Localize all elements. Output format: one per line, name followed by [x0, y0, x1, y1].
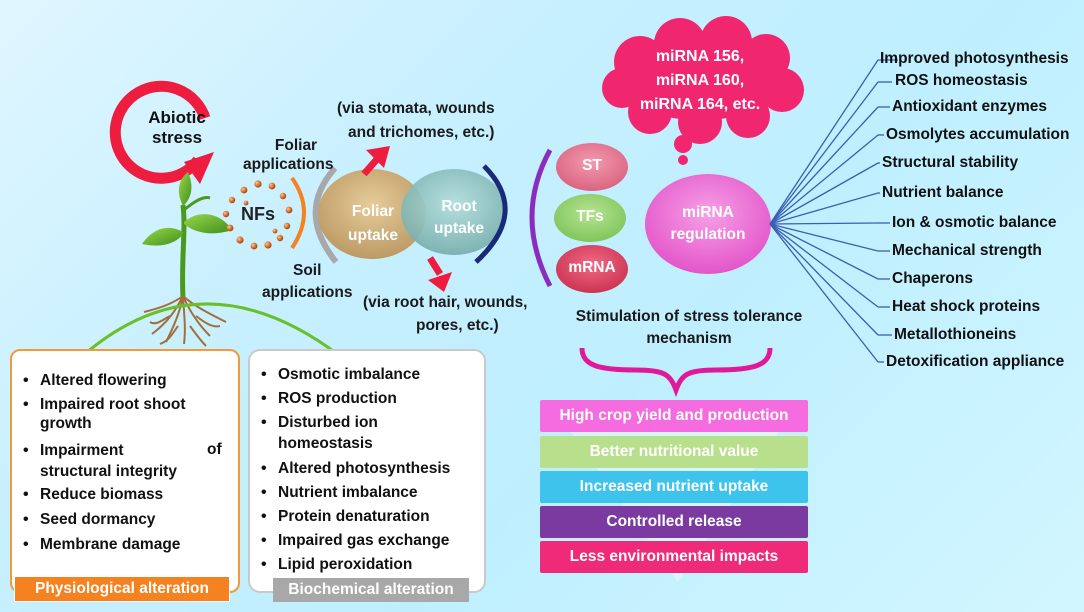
root-uptake-line1: Root [441, 198, 477, 215]
mrna-label: mRNA [568, 259, 616, 276]
effect-connectors [769, 59, 879, 363]
foliar-applications-label: Foliar [266, 136, 326, 156]
biochemical-alteration-tag: Biochemical alteration [273, 578, 469, 602]
list-item: Impaired root shoot [18, 395, 232, 415]
nanofertilizer-particles [222, 180, 293, 250]
uptake-left-bracket [312, 166, 339, 264]
effect-item: Chaperons [892, 270, 973, 287]
list-item: Membrane damage [18, 535, 232, 555]
mrna-bubble [556, 245, 628, 293]
foliar-applications-line2: applications [243, 156, 334, 173]
list-item-continuation: homeostasis [278, 435, 373, 452]
physiological-list-3: Reduce biomass Seed dormancy Membrane da… [18, 485, 232, 555]
benefit-bar: Increased nutrient uptake [540, 471, 808, 503]
soil-applications-line1: Soil [293, 262, 322, 279]
abiotic-stress-line2: stress [151, 128, 203, 147]
soil-applications-line2: applications [262, 284, 353, 301]
list-item: Nutrient imbalance [256, 483, 480, 503]
foliar-uptake-label: Foliar uptake [338, 200, 408, 248]
nfs-label: NFs [241, 204, 276, 224]
physiological-list: Altered flowering Impaired root shoot [18, 371, 232, 415]
stress-cycle-arrow [109, 80, 214, 184]
effect-item: ROS homeostasis [895, 72, 1028, 89]
list-item: Osmotic imbalance [256, 365, 480, 385]
stomata-note-line1: (via stomata, wounds [337, 100, 495, 117]
foliar-applications-line1: Foliar [274, 137, 318, 154]
effect-item: Improved photosynthesis [880, 50, 1069, 67]
foliar-arrow [361, 146, 390, 177]
benefit-bar: Controlled release [540, 506, 808, 538]
list-item: Altered photosynthesis [256, 459, 480, 479]
list-item-word: of [207, 441, 222, 458]
effect-item: Structural stability [882, 154, 1019, 171]
st-label: ST [582, 157, 602, 174]
list-item: Protein denaturation [256, 507, 480, 527]
tfs-label: TFs [576, 208, 604, 225]
root-note-line1: (via root hair, wounds, [363, 294, 528, 311]
mirna-cloud-text: miRNA 156, miRNA 160, miRNA 164, etc. [630, 45, 770, 117]
mirna-regulation-line1: miRNA [682, 204, 734, 221]
effect-item: Mechanical strength [892, 242, 1042, 259]
physiological-alteration-box: Altered flowering Impaired root shoot gr… [10, 349, 240, 593]
nf-bracket [290, 176, 306, 250]
list-item: Impaired gas exchange [256, 531, 480, 551]
effect-item: Heat shock proteins [892, 298, 1041, 315]
uptake-right-bracket [474, 164, 508, 264]
abiotic-stress-line1: Abiotic [148, 108, 206, 127]
list-item-continuation: structural integrity [40, 463, 177, 480]
mirna-cloud [602, 16, 804, 165]
foliar-uptake-bubble [318, 169, 426, 259]
stimulation-label: Stimulation of stress tolerance mechanis… [562, 306, 816, 350]
mirna-regulation-line2: regulation [670, 226, 746, 243]
biochemical-alteration-box: Osmotic imbalance ROS production Disturb… [248, 349, 486, 593]
foliar-uptake-line2: uptake [348, 227, 398, 244]
root-uptake-bubble [401, 169, 507, 255]
effect-item: Nutrient balance [882, 184, 1004, 201]
mirna-regulation-bubble [645, 174, 771, 274]
list-item: Seed dormancy [18, 510, 232, 530]
root-arrow [427, 256, 452, 292]
stimulation-line1: Stimulation of stress tolerance [575, 308, 803, 325]
physiological-list-2: Impairment [18, 441, 232, 461]
plant-icon [142, 172, 232, 347]
effect-item: Ion & osmotic balance [892, 214, 1057, 231]
stimulation-line2: mechanism [646, 330, 732, 347]
list-item: Lipid peroxidation [256, 555, 480, 575]
biochemical-list: Osmotic imbalance ROS production Disturb… [256, 365, 480, 433]
tfs-bubble [554, 194, 626, 242]
benefit-bar: Better nutritional value [540, 436, 808, 468]
list-item: Altered flowering [18, 371, 232, 391]
list-item: Reduce biomass [18, 485, 232, 505]
physiological-alteration-tag: Physiological alteration [14, 576, 230, 602]
foliar-uptake-line1: Foliar [351, 203, 395, 220]
benefit-bar: High crop yield and production [540, 400, 808, 432]
st-bubble [556, 143, 628, 191]
effect-item: Detoxification appliance [886, 353, 1065, 370]
abiotic-stress-label: Abiotic stress [137, 108, 217, 148]
effect-item: Osmolytes accumulation [886, 126, 1070, 143]
list-item: Disturbed ion [256, 413, 480, 433]
list-item-continuation: growth [40, 415, 92, 432]
mirna-regulation-label: miRNA regulation [660, 202, 756, 246]
biochemical-list-2: Altered photosynthesis Nutrient imbalanc… [256, 459, 480, 575]
mirna-cloud-line3: miRNA 164, etc. [639, 96, 761, 113]
stomata-note-line2: and trichomes, etc.) [348, 124, 495, 141]
list-item: Impairment [18, 441, 232, 461]
mechanism-bracket [529, 148, 553, 288]
root-uptake-label: Root uptake [424, 196, 494, 240]
connector-arc [76, 302, 341, 362]
root-note-line2: pores, etc.) [416, 317, 499, 334]
benefit-bar: Less environmental impacts [540, 541, 808, 573]
mirna-cloud-line2: miRNA 160, [655, 72, 745, 89]
stimulation-brace [579, 347, 773, 398]
mirna-cloud-line1: miRNA 156, [655, 48, 745, 65]
effect-ticks [878, 59, 898, 363]
effect-item: Antioxidant enzymes [892, 98, 1048, 115]
list-item: ROS production [256, 389, 480, 409]
root-uptake-line2: uptake [434, 220, 484, 237]
effect-item: Metallothioneins [894, 326, 1017, 343]
